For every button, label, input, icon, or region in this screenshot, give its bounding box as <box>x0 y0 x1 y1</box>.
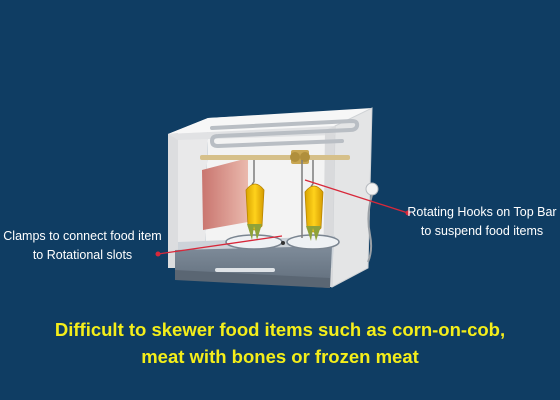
caption-line-1: Difficult to skewer food items such as c… <box>54 319 506 340</box>
clamps-label-line-1: Clamps to connect food item <box>3 229 162 243</box>
hooks-callout-line <box>304 179 409 214</box>
bar-gear-left <box>290 152 300 162</box>
right-rotational-plate <box>286 234 340 250</box>
drip-tray-front <box>175 270 330 288</box>
bar-gear-right <box>300 152 310 162</box>
clamps-callout-dot <box>155 251 161 257</box>
hooks-label: Rotating Hooks on Top Bar to suspend foo… <box>404 203 560 241</box>
rotational-slot-center <box>281 241 285 245</box>
tray-handle <box>215 268 275 272</box>
corn-cob-right <box>304 185 324 241</box>
clamps-label-line-2: to Rotational slots <box>32 248 133 262</box>
power-cord <box>367 194 373 263</box>
left-heater-panel <box>202 158 248 230</box>
corn-cob-left <box>245 183 265 240</box>
clamps-label: Clamps to connect food item to Rotationa… <box>0 227 165 265</box>
hooks-label-line-2: to suspend food items <box>420 224 544 238</box>
caption: Difficult to skewer food items such as c… <box>0 316 560 370</box>
oven-front-left-edge <box>168 133 178 268</box>
rotational-slots <box>225 234 340 250</box>
control-knob <box>365 182 379 196</box>
caption-line-2: meat with bones or frozen meat <box>141 346 419 367</box>
callout-lines <box>157 179 409 255</box>
oven-right-panel <box>331 107 373 288</box>
hooks-label-line-1: Rotating Hooks on Top Bar <box>407 205 557 219</box>
top-rotating-bar <box>200 155 350 160</box>
clamps-callout-line <box>157 235 283 255</box>
top-heating-coil <box>209 118 360 149</box>
hooks-callout-dot <box>405 210 411 216</box>
